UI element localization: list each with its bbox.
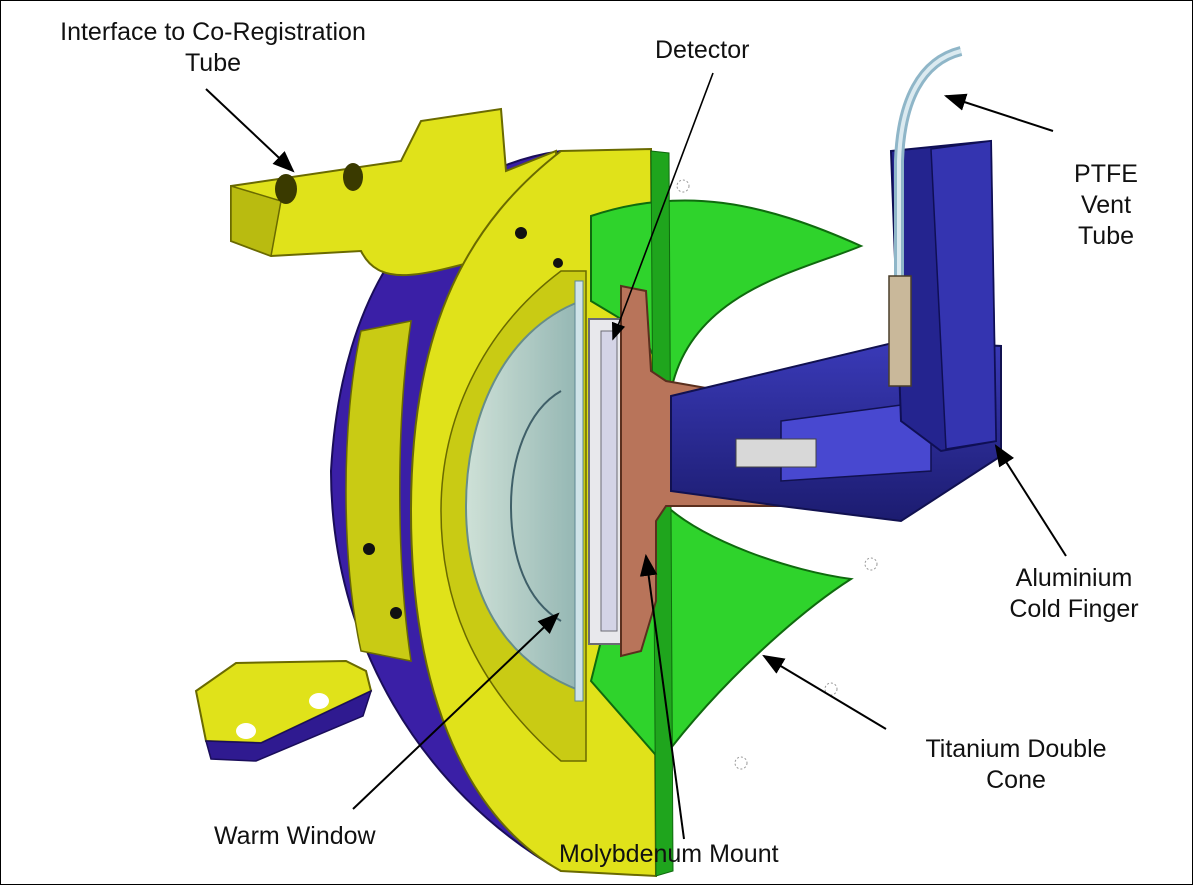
bottom-bracket-front (205, 689, 373, 762)
ptfe-vent-tube-inner (897, 49, 962, 281)
leader-aluminium (994, 444, 1067, 557)
bracket-hole-2 (343, 163, 363, 191)
housing-hole (363, 543, 375, 555)
ghost-hole (734, 756, 748, 770)
leader-detector (611, 72, 714, 341)
label-molybdenum: Molybdenum Mount (559, 840, 779, 868)
top-bracket (230, 107, 563, 277)
label-aluminium-line1: Aluminium (1015, 564, 1133, 592)
detector-chip (600, 330, 618, 632)
housing-hole (390, 607, 402, 619)
housing-hole (553, 258, 563, 268)
leader-titanium (762, 654, 887, 730)
yellow-inner-arc (345, 320, 412, 662)
bracket-hole-1 (275, 174, 297, 204)
label-coreg-line2: Tube (184, 49, 242, 77)
label-coreg-line1: Interface to Co-Registration (60, 18, 366, 46)
ghost-hole (676, 179, 690, 193)
warm-window-glass (464, 299, 582, 693)
vent-block-face (930, 140, 997, 450)
label-titanium-line1: Titanium Double (925, 735, 1107, 763)
leader-molybdenum (639, 553, 685, 840)
warm-window-inner (509, 390, 562, 622)
leader-warm-window (352, 612, 560, 810)
vent-fitting (888, 275, 912, 387)
leader-ptfe (943, 93, 1054, 132)
label-aluminium-line2: Cold Finger (1009, 595, 1139, 623)
housing-hole (515, 227, 527, 239)
top-bracket-side (230, 184, 282, 258)
label-ptfe-line2: Vent (1080, 191, 1132, 219)
warm-window-plate (574, 280, 584, 702)
bottom-bracket-hole-1 (236, 723, 256, 739)
label-ptfe-line1: PTFE (1074, 160, 1138, 188)
label-detector: Detector (655, 36, 750, 64)
bottom-bracket (194, 659, 373, 745)
leader-coreg (205, 88, 295, 173)
label-ptfe: PTFE Vent Tube (1056, 159, 1156, 252)
bottom-bracket-hole-2 (309, 693, 329, 709)
label-coreg: Interface to Co-Registration Tube (27, 17, 399, 79)
label-ptfe-line3: Tube (1077, 222, 1135, 250)
cold-finger-fitting (735, 438, 817, 468)
label-titanium: Titanium Double Cone (901, 734, 1131, 796)
ghost-hole (864, 557, 878, 571)
label-warm-window: Warm Window (214, 822, 376, 850)
label-aluminium: Aluminium Cold Finger (989, 563, 1159, 625)
label-titanium-line2: Cone (986, 766, 1046, 794)
